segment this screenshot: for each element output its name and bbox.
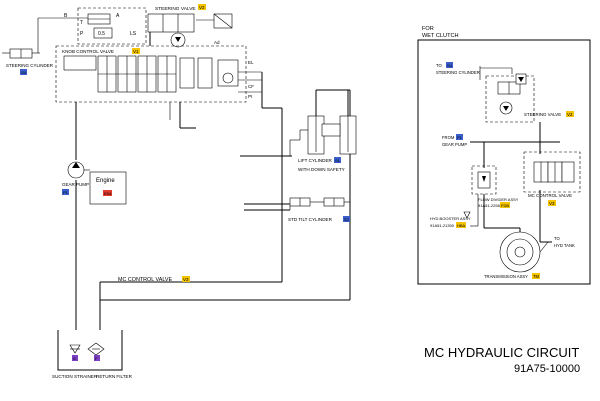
lift-cylinder-label-1: LIFT CYLINDER (298, 158, 333, 163)
right-mc-control-valve-tag: V3 (549, 201, 555, 206)
suction-strainer-label: SUCTION STRAINER (52, 374, 98, 379)
diagram-title: MC HYDRAULIC CIRCUIT (424, 345, 579, 360)
valve-value-label: 0.5 (98, 31, 105, 37)
flow-divider (471, 165, 497, 195)
wet-clutch-frame (417, 39, 591, 285)
mc-control-valve-label: MC CONTROL VALVE (118, 277, 173, 283)
steering-valve-tag: V2 (199, 5, 205, 10)
knob-control-valve-label: KNOB CONTROL VALVE (62, 49, 114, 54)
transmission-tag-bg (532, 273, 540, 279)
right-mc-control-valve-label: MC CONTROL VALVE (528, 193, 572, 198)
right-piping (470, 122, 560, 243)
flow-divider-tag-bg (500, 202, 510, 208)
port-label-t: T (80, 20, 83, 26)
lift-cylinder-tag-bg (334, 157, 341, 163)
engine-tag-bg (103, 190, 112, 196)
mc-control-valve-tag-bg (182, 276, 190, 282)
steering-cylinder (2, 17, 88, 59)
tilt-cylinder-tag-bg (343, 216, 350, 222)
suction-strainer-tag-bg (72, 355, 78, 361)
flow-divider-line2: 91A51-22560 (478, 203, 503, 208)
right-steering-valve-label: STEERING VALVE (524, 112, 561, 117)
port-label-pi: PI (248, 94, 252, 99)
return-filter-label: RETURN FILTER (96, 374, 133, 379)
return-filter-tag-bg (94, 355, 100, 361)
knob-control-valve-tag-bg (132, 48, 140, 54)
right-mc-control-valve (523, 151, 581, 193)
lift-cylinder-group (240, 90, 357, 157)
part-number: 91A75-10000 (514, 363, 580, 375)
lift-cylinder-label-2: WITH DOWN SAFETY (298, 167, 345, 172)
to-hyd-tank-line1: TO (554, 236, 560, 241)
to-steering-cylinder-tag-bg (446, 62, 453, 68)
engine-label: Engine (96, 178, 115, 184)
transmission (499, 231, 549, 273)
wet-clutch-title-2: WET CLUTCH (422, 33, 459, 39)
from-gear-pump-line1: FROM (442, 135, 455, 140)
to-steering-cylinder-tag: S4 (447, 63, 453, 68)
tilt-cylinder-label: STD TILT CYLINDER (288, 217, 333, 222)
gear-pump-label: GEAR PUMP (62, 182, 89, 187)
port-label-ls: LS (130, 31, 137, 37)
from-gear-pump-tag-bg (456, 134, 463, 140)
steering-cylinder-label: STEERING CYLINDER (6, 63, 54, 68)
right-steering-valve-tag-bg (566, 111, 574, 117)
port-label-cf: CF (248, 84, 254, 89)
hyd-booster-tag: HBA (457, 223, 466, 228)
steering-cylinder-tag-bg (20, 69, 27, 75)
engine-tag: EN1 (104, 191, 113, 196)
gear-pump (67, 161, 90, 179)
right-steering-valve-tag: V2 (567, 112, 573, 117)
port-label-el: EL (248, 60, 254, 65)
right-mc-control-valve-tag-bg (548, 200, 556, 206)
steering-valve-label: STEERING VALVE (155, 6, 196, 12)
steering-valve-tag-bg (198, 4, 206, 10)
gear-pump-tag: P1 (63, 190, 69, 195)
engine-box (89, 171, 127, 205)
hyd-booster (463, 211, 471, 219)
port-label-p: P (80, 31, 84, 37)
hyd-booster-tag-bg (456, 222, 466, 228)
right-steering-valve (479, 66, 535, 123)
from-gear-pump-line2: GEAR PUMP (442, 142, 467, 147)
lift-cylinder-tag: S1 (335, 158, 341, 163)
steering-cylinder-tag: S4 (21, 70, 27, 75)
wet-clutch-title-1: FOR (422, 26, 434, 32)
tilt-cylinder-tag: S2 (344, 217, 350, 222)
transmission-label: TRANSMISSION ASSY (484, 274, 528, 279)
transmission-tag: TM (533, 274, 540, 279)
flow-divider-line1: FLOW DIVIDER ASSY (478, 197, 519, 202)
from-gear-pump-tag: P1 (457, 135, 463, 140)
hydraulic-tank (57, 330, 123, 371)
knob-control-valve-block (55, 45, 247, 103)
gear-pump-tag-bg (62, 189, 69, 195)
port-label-a: A (116, 13, 120, 19)
knob-control-valve-tag: V1 (133, 49, 139, 54)
to-steering-cylinder-line1: TO (436, 63, 442, 68)
mc-control-valve-tag: V3 (183, 277, 189, 282)
hyd-booster-line1: HYD.BOOSTER ASSY (430, 216, 471, 221)
steering-valve-block (77, 7, 233, 48)
port-label-ad: Ad (214, 40, 220, 45)
to-steering-cylinder-line2: STEERING CYLINDER (436, 70, 480, 75)
suction-strainer-tag: S (73, 356, 76, 361)
tilt-cylinder-group (244, 197, 350, 211)
return-filter-tag: F (95, 356, 98, 361)
hyd-booster-line2: 91A51-21300 (430, 223, 455, 228)
port-label-b: B (64, 13, 68, 19)
to-hyd-tank-line2: HYD TANK (554, 243, 575, 248)
flow-divider-tag: FDB (501, 203, 509, 208)
